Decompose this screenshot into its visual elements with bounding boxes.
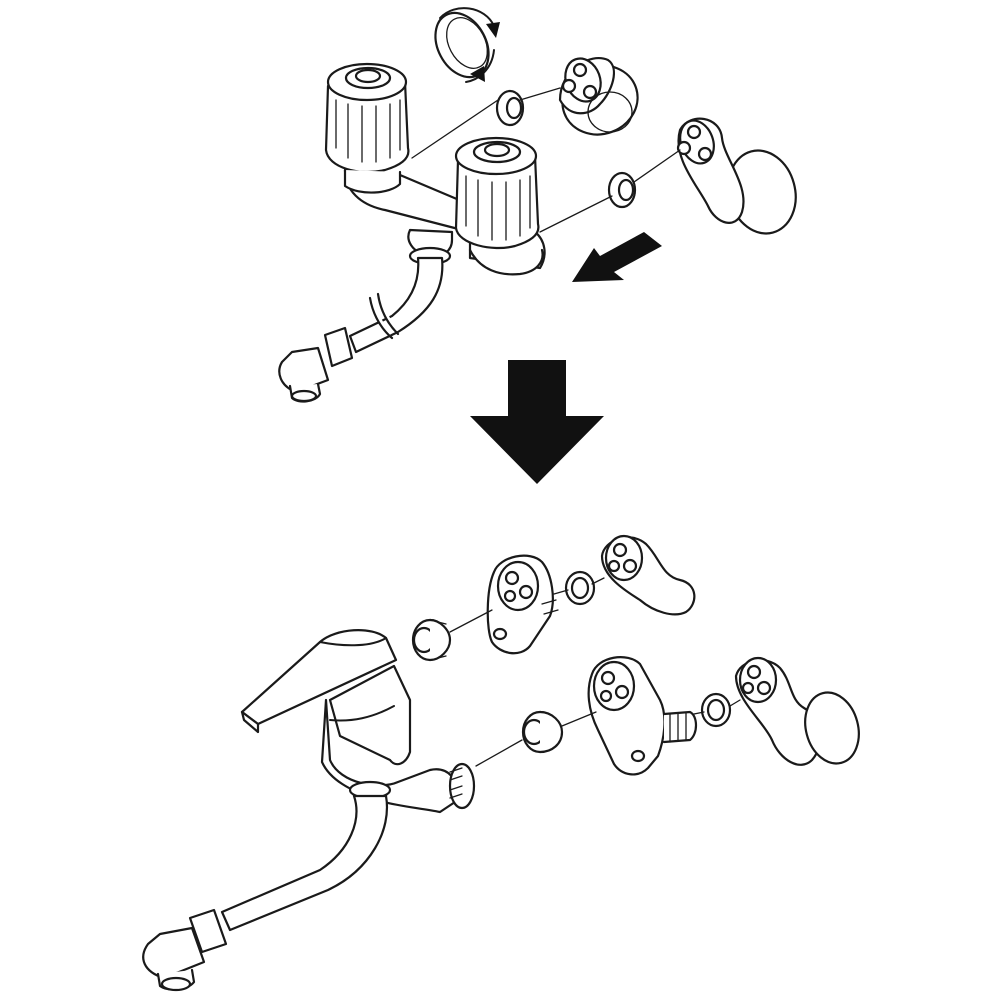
old-two-handle-faucet [278, 7, 797, 403]
upper-adapter-set [411, 534, 696, 662]
remove-arrow-icon [572, 232, 662, 282]
new-single-lever-faucet [142, 534, 860, 992]
upper-wall-elbow [558, 57, 639, 136]
new-faucet-body [320, 664, 476, 814]
left-handle [324, 62, 410, 194]
new-swing-spout [142, 780, 392, 992]
rotate-arrow-icon [434, 7, 500, 83]
lower-washer [607, 171, 637, 209]
lever-handle [240, 629, 398, 734]
step-down-arrow-icon [470, 360, 604, 484]
lower-adapter-set [475, 656, 860, 776]
lower-wall-elbow [676, 117, 797, 235]
right-handle [454, 136, 540, 250]
old-swing-spout [278, 256, 444, 403]
upper-washer [495, 89, 525, 127]
